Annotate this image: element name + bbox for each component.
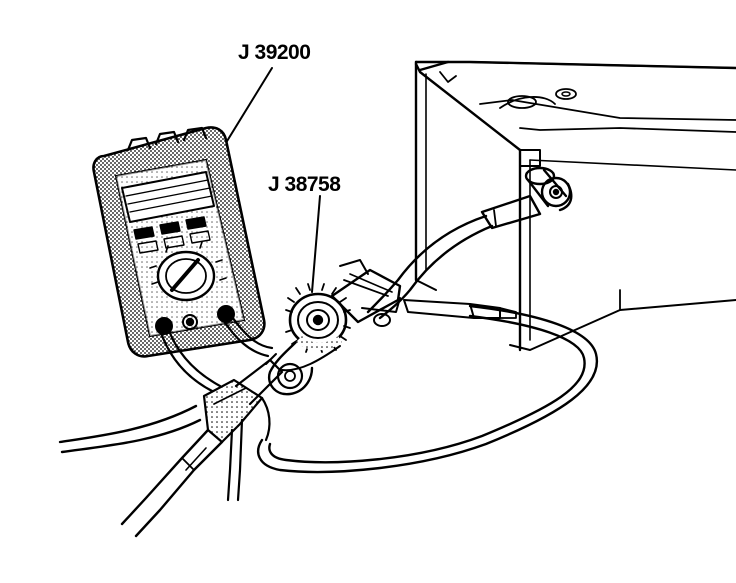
multimeter [92, 126, 266, 358]
meter-tool-label: J 39200 [238, 41, 311, 64]
battery [414, 60, 736, 352]
left-cable [58, 345, 341, 454]
switch-tool-label: J 38758 [268, 173, 341, 196]
loop-cable [257, 299, 599, 474]
switch-tool [265, 259, 402, 396]
test-leads [120, 312, 284, 538]
battery-cable [366, 194, 542, 320]
leader-lines [223, 67, 321, 293]
